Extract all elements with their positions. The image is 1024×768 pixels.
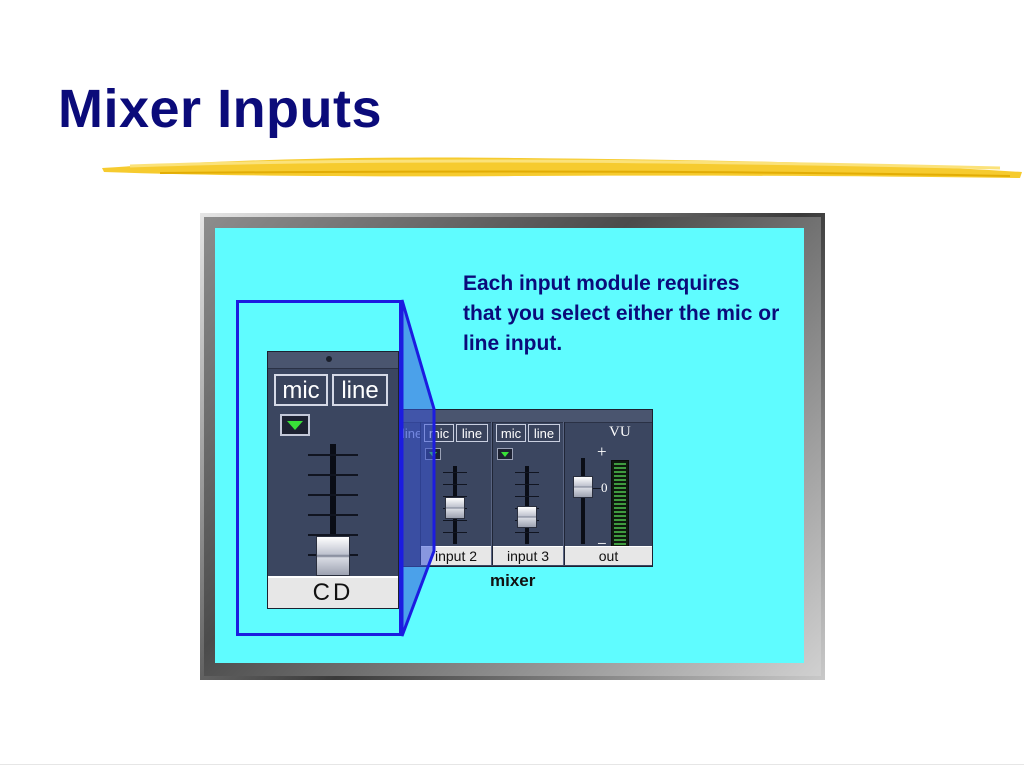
- fader-tick: [308, 494, 358, 496]
- slide-title: Mixer Inputs: [58, 79, 383, 139]
- mixer-console: line mic line input 2 mic line: [401, 409, 653, 567]
- fader-tick: [515, 472, 539, 473]
- picture-frame: Each input module requires that you sele…: [200, 213, 825, 680]
- fader-knob-input-2[interactable]: [445, 497, 465, 519]
- zoom-projection: [400, 299, 436, 637]
- fader-knob-out[interactable]: [573, 476, 593, 498]
- fader-tick: [308, 474, 358, 476]
- fader-tick: [443, 496, 467, 497]
- fader-tick: [515, 484, 539, 485]
- bottom-rule: [0, 764, 1024, 765]
- fader-tick: [515, 496, 539, 497]
- input-module-3: mic line input 3: [492, 422, 564, 565]
- console-top-bar: [402, 410, 652, 423]
- plus-sign: +: [597, 442, 607, 461]
- minus-sign: −: [597, 534, 607, 553]
- line-button-input-3[interactable]: line: [528, 424, 560, 442]
- fader-track-out: [581, 458, 585, 544]
- highlight-box: [236, 300, 402, 636]
- green-triangle-down-icon[interactable]: [497, 448, 513, 460]
- big-module-top-bar: [268, 352, 398, 369]
- zero-mark: 0: [601, 480, 608, 495]
- fader-tick: [443, 472, 467, 473]
- vu-meter: [611, 460, 629, 550]
- mic-button-input-3[interactable]: mic: [496, 424, 526, 442]
- line-button-input-2[interactable]: line: [456, 424, 488, 442]
- fader-tick: [308, 454, 358, 456]
- vu-label: VU: [609, 424, 631, 440]
- fader-tick: [443, 520, 467, 521]
- channel-label-cd: CD: [268, 576, 398, 608]
- fader-knob-cd[interactable]: [316, 536, 350, 576]
- mixer-label: mixer: [490, 571, 536, 590]
- fader-tick: [308, 534, 358, 536]
- output-module: VU + 0 − out: [564, 422, 652, 565]
- vu-meter-bars: [614, 463, 626, 547]
- fader-track-input-3: [525, 466, 529, 544]
- channel-label-input-2: input 2: [421, 546, 491, 565]
- fader-tick: [308, 514, 358, 516]
- mic-button-cd[interactable]: mic: [274, 374, 328, 406]
- fader-knob-input-3[interactable]: [517, 506, 537, 528]
- zoom-wedge: [400, 299, 436, 637]
- line-button-cd[interactable]: line: [332, 374, 388, 406]
- channel-label-out: out: [565, 546, 652, 565]
- cd-input-module: mic line CD: [267, 351, 399, 609]
- figure-canvas: Each input module requires that you sele…: [215, 228, 804, 663]
- fader-track-cd: [330, 444, 336, 572]
- title-underline-brushstroke: [102, 157, 1022, 178]
- figure-caption: Each input module requires that you sele…: [463, 272, 780, 355]
- fader-tick: [443, 532, 467, 533]
- screw-dot: [326, 356, 332, 362]
- green-triangle-down-icon[interactable]: [280, 414, 310, 436]
- channel-label-input-3: input 3: [493, 546, 563, 565]
- fader-tick: [515, 532, 539, 533]
- fader-tick: [443, 484, 467, 485]
